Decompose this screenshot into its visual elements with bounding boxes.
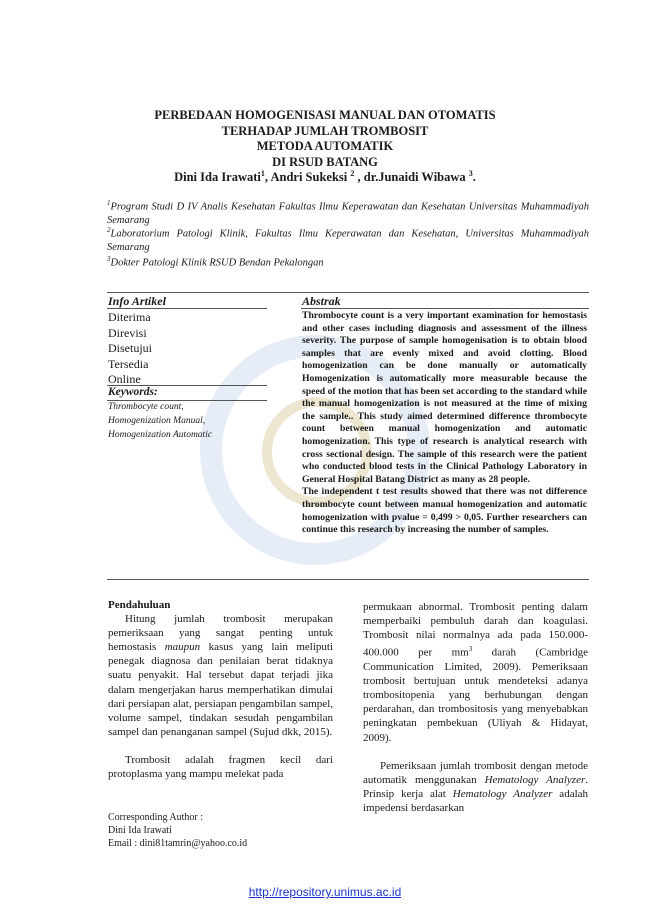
- abstract-heading-rule: [301, 308, 589, 309]
- info-item-direvisi: Direvisi: [108, 325, 147, 340]
- info-heading-rule: [107, 308, 267, 309]
- right-paragraph-2: Pemeriksaan jumlah trombosit dengan meto…: [363, 759, 589, 814]
- title-line-1: PERBEDAAN HOMOGENISASI MANUAL DAN OTOMAT…: [154, 108, 496, 122]
- keyword-3: Homogenization Automatic: [108, 430, 213, 440]
- corresponding-email: Email : dini81tamrin@yahoo.co.id: [108, 838, 248, 849]
- corresponding-author-block: Corresponding Author : Dini Ida Irawati …: [108, 811, 247, 850]
- keywords-top-rule: [107, 385, 267, 386]
- right-paragraph-1: permukaan abnormal. Trombosit penting da…: [363, 601, 588, 744]
- bottom-divider: [107, 579, 589, 580]
- body-right-column: permukaan abnormal. Trombosit penting da…: [363, 600, 588, 815]
- affiliation-3: 3Dokter Patologi Klinik RSUD Bendan Peka…: [107, 255, 324, 269]
- section-heading: Pendahuluan: [108, 599, 171, 611]
- info-item-tersedia: Tersedia: [108, 356, 149, 371]
- left-paragraph-2: Trombosit adalah fragmen kecil dari prot…: [108, 753, 333, 781]
- keywords-heading: Keywords:: [108, 386, 158, 398]
- corresponding-name: Dini Ida Irawati: [108, 825, 172, 836]
- info-item-online: Online: [108, 372, 141, 386]
- info-artikel-heading: Info Artikel: [108, 294, 166, 308]
- info-item-diterima: Diterima: [108, 310, 151, 324]
- abstract-paragraph-1: Thrombocyte count is a very important ex…: [302, 310, 587, 485]
- abstract-paragraph-2: The independent t test results showed th…: [302, 486, 587, 536]
- abstract-heading: Abstrak: [302, 294, 341, 308]
- corresponding-label: Corresponding Author :: [108, 812, 203, 823]
- keyword-2: Homogenization Manual,: [108, 416, 206, 426]
- left-paragraph-1: Hitung jumlah trombosit merupakan pemeri…: [108, 613, 333, 738]
- keywords-bottom-rule: [107, 400, 267, 401]
- info-item-disetujui: Disetujui: [108, 341, 152, 355]
- keyword-1: Thrombocyte count,: [108, 402, 184, 412]
- repository-link[interactable]: http://repository.unimus.ac.id: [248, 885, 402, 899]
- affiliation-2: 2Laboratorium Patologi Klinik, Fakultas …: [107, 226, 589, 253]
- title-line-3: METODA AUTOMATIK: [256, 139, 394, 153]
- author-list: Dini Ida Irawati1, Andri Sukeksi 2 , dr.…: [174, 169, 476, 185]
- top-divider: [107, 292, 589, 293]
- title-line-4: DI RSUD BATANG: [272, 154, 378, 169]
- title-line-2: TERHADAP JUMLAH TROMBOSIT: [221, 123, 429, 138]
- affiliation-1: 1Program Studi D IV Analis Kesehatan Fak…: [107, 199, 589, 226]
- body-left-column: Pendahuluan Hitung jumlah trombosit meru…: [108, 598, 333, 781]
- abstract-body: Thrombocyte count is a very important ex…: [302, 310, 587, 537]
